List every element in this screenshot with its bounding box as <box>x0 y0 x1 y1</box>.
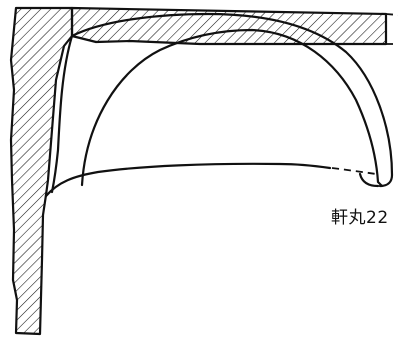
face-baseline <box>44 162 332 198</box>
tile-body-outline <box>50 34 74 194</box>
horizontal-section <box>70 6 388 46</box>
outer-arc <box>70 12 394 188</box>
end-cap <box>358 172 380 188</box>
figure-label: 軒丸22 <box>331 208 389 228</box>
top-band-continuation <box>385 13 398 45</box>
inner-arc <box>80 28 384 188</box>
baseline-continuation <box>331 167 377 175</box>
vertical-section <box>9 6 74 336</box>
